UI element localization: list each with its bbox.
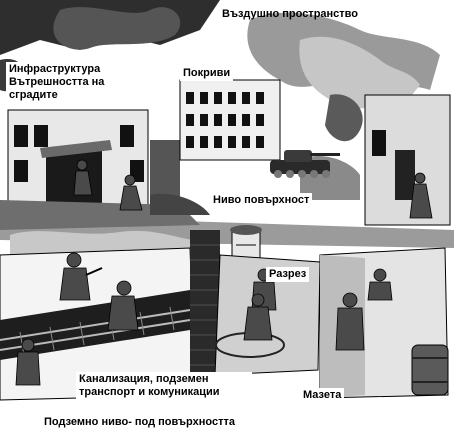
soldier-figure: [59, 252, 103, 301]
soldier-figure: [243, 293, 273, 341]
label-infrastructure-line2: Вътрешността на сградите: [9, 76, 105, 101]
middle-building: [179, 79, 281, 161]
tank: [270, 150, 340, 178]
soldier-figure: [73, 159, 93, 196]
soldier-figure: [107, 280, 139, 331]
label-infrastructure-line1: Инфраструктура: [9, 63, 101, 75]
label-section: Разрез: [266, 267, 310, 282]
soldier-figure: [15, 338, 41, 386]
label-airspace: Въздушно пространство: [222, 8, 359, 20]
soldier-figure: [119, 174, 143, 211]
label-sewers-line1: Канализация, подземен: [79, 373, 209, 385]
label-sewers: Канализация, подземен транспорт и комуни…: [76, 372, 252, 400]
smoke-clouds: [0, 0, 440, 142]
barrel: [411, 344, 449, 396]
soldier-figure: [409, 172, 433, 219]
soldier-figure: [367, 268, 393, 301]
label-subsurface: Подземно ниво- под повърхността: [44, 416, 235, 428]
soldiers: [15, 159, 433, 386]
street-surface: [0, 193, 454, 255]
label-infrastructure: Инфраструктура Вътрешността на сградите: [6, 62, 150, 103]
soldier-figure: [335, 292, 365, 351]
label-basement: Мазета: [300, 388, 345, 403]
label-sewers-line2: транспорт и комуникации: [79, 386, 220, 398]
label-surface: Ниво повърхност: [210, 193, 313, 208]
label-roofs: Покриви: [180, 66, 234, 81]
